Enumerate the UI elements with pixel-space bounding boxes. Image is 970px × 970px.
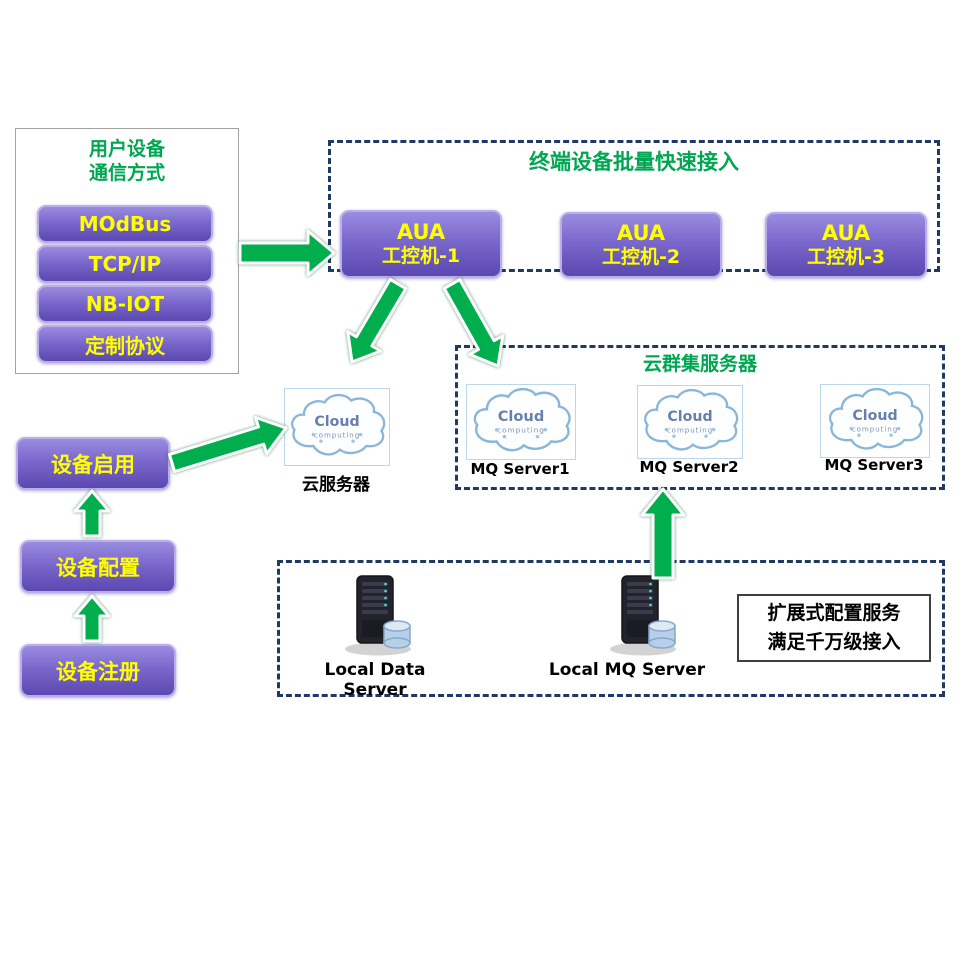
step-device-register-label: 设备注册	[56, 659, 140, 684]
local-servers-panel	[277, 560, 945, 697]
terminal-access-title: 终端设备批量快速接入	[529, 150, 739, 174]
protocol-nbiot-label: NB-IOT	[85, 292, 165, 316]
svg-text:computing: computing	[852, 424, 898, 433]
protocol-custom-label: 定制协议	[85, 333, 165, 358]
svg-text:Cloud: Cloud	[667, 409, 712, 425]
flow-arrow	[238, 229, 336, 277]
aua-node-3: AUA 工控机-3	[765, 212, 927, 278]
protocol-tcpip-label: TCP/IP	[88, 252, 162, 276]
scalability-note: 扩展式配置服务 满足千万级接入	[737, 594, 931, 662]
aua-node-1-line1: AUA	[396, 220, 446, 244]
aua-node-2-line2: 工控机-2	[601, 246, 681, 269]
mq-server3-image: Cloud computing	[820, 384, 930, 458]
cloud-server-label: 云服务器	[302, 475, 370, 495]
local-mq-server-icon	[610, 575, 676, 656]
user-device-title-line1: 用户设备	[88, 138, 165, 160]
step-device-config: 设备配置	[20, 540, 176, 593]
flow-arrow	[167, 416, 288, 474]
aua-node-2: AUA 工控机-2	[560, 212, 722, 278]
svg-text:Cloud: Cloud	[498, 408, 545, 425]
step-device-config-label: 设备配置	[56, 555, 140, 580]
cloud-icon: Cloud computing	[644, 388, 739, 451]
step-device-enable: 设备启用	[16, 437, 170, 490]
mq-server2-image: Cloud computing	[637, 385, 743, 459]
user-device-title-line2: 通信方式	[88, 161, 165, 184]
svg-text:Cloud: Cloud	[852, 408, 897, 424]
mq-server3-label: MQ Server3	[824, 456, 924, 474]
svg-text:computing: computing	[667, 425, 713, 434]
svg-text:computing: computing	[497, 426, 545, 435]
protocol-modbus-label: MOdBus	[78, 212, 172, 236]
cloud-icon: Cloud computing	[828, 387, 924, 450]
aua-node-1-line2: 工控机-1	[381, 245, 461, 268]
flow-arrow	[346, 277, 408, 364]
scalability-note-line1: 扩展式配置服务	[767, 601, 901, 624]
mq-server1-label: MQ Server1	[470, 460, 570, 478]
cloud-server-image: Cloud computing	[284, 388, 390, 466]
svg-text:Cloud: Cloud	[314, 414, 359, 430]
svg-text:computing: computing	[314, 430, 360, 439]
local-mq-server-label: Local MQ Server	[548, 660, 706, 680]
mq-server2-label: MQ Server2	[639, 458, 739, 476]
cloud-cluster-title: 云群集服务器	[642, 353, 757, 375]
cloud-cluster-panel: 云群集服务器	[455, 345, 945, 490]
flow-arrow	[73, 594, 111, 643]
protocol-custom: 定制协议	[37, 325, 213, 363]
step-device-enable-label: 设备启用	[51, 452, 135, 477]
flow-arrow	[73, 489, 111, 538]
aua-node-3-line2: 工控机-3	[806, 246, 886, 269]
step-device-register: 设备注册	[20, 644, 176, 697]
mq-server1-image: Cloud computing	[466, 384, 576, 460]
scalability-note-line2: 满足千万级接入	[767, 631, 901, 653]
local-data-server-icon	[345, 575, 411, 656]
local-data-server-label: Local Data Server	[324, 660, 426, 700]
protocol-nbiot: NB-IOT	[37, 285, 213, 323]
aua-node-3-line1: AUA	[821, 221, 871, 245]
cloud-icon: Cloud computing	[291, 393, 386, 456]
aua-node-1: AUA 工控机-1	[340, 210, 502, 278]
aua-node-2-line1: AUA	[616, 221, 666, 245]
protocol-modbus: MOdBus	[37, 205, 213, 243]
user-device-panel-title: 用户设备 通信方式	[16, 129, 238, 186]
cloud-icon: Cloud computing	[473, 387, 571, 452]
protocol-tcpip: TCP/IP	[37, 245, 213, 283]
